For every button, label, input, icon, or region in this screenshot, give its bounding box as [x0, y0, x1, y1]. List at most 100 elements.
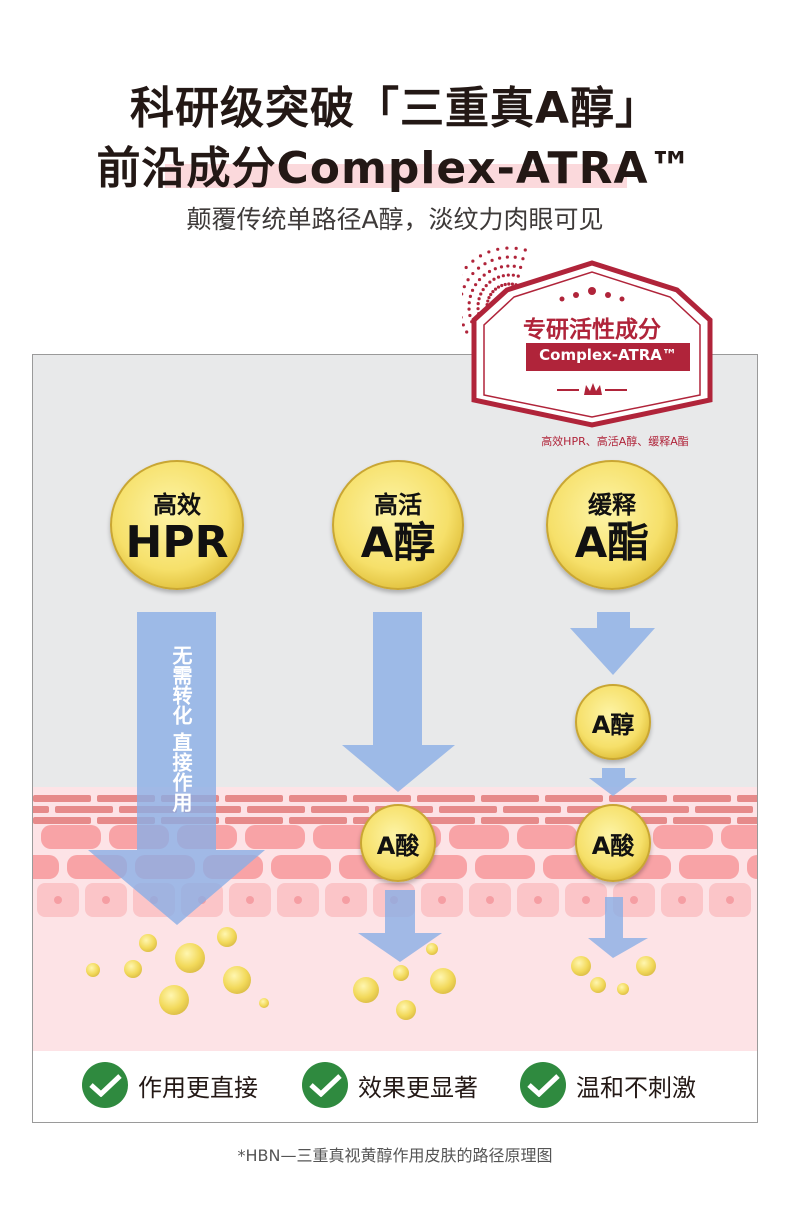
skin-brick	[225, 817, 283, 824]
cell-nucleus	[486, 896, 494, 904]
ray-dot	[462, 323, 465, 327]
ray-dot	[468, 294, 472, 298]
skin-brick	[673, 817, 731, 824]
ray-dot	[487, 296, 491, 300]
ray-dot	[477, 297, 481, 301]
ray-dot	[476, 307, 480, 311]
skin-brick	[609, 795, 667, 802]
skin-brick	[695, 806, 753, 813]
ray-dot	[506, 273, 510, 277]
skin-brick	[33, 817, 91, 824]
droplet	[217, 927, 237, 947]
skin-brick	[353, 795, 411, 802]
ray-dot	[487, 269, 492, 274]
coin-hpr: 高效 HPR	[110, 460, 244, 590]
ray-dot	[467, 307, 471, 311]
footnote: *HBN—三重真视黄醇作用皮肤的路径原理图	[237, 1146, 553, 1165]
skin-brick	[417, 795, 475, 802]
skin-cell	[41, 825, 101, 849]
skin-cell	[517, 825, 577, 849]
coin-intermediate: A醇	[575, 684, 651, 760]
ray-dot	[491, 290, 495, 294]
cell-nucleus	[54, 896, 62, 904]
skin-brick	[673, 795, 731, 802]
coin-top: 高活	[374, 490, 422, 519]
ray-dot	[477, 277, 482, 282]
arrow-text: 无需转化 直接作用	[169, 645, 193, 812]
ray-dot	[500, 283, 504, 288]
skin-cell	[271, 855, 331, 879]
skin-brick	[545, 795, 603, 802]
ray-dot	[503, 282, 507, 287]
skin-brick	[289, 795, 347, 802]
ray-dot	[501, 274, 505, 278]
ray-dot	[513, 255, 517, 259]
ray-dot	[466, 278, 470, 282]
ray-dot	[482, 273, 486, 277]
skin-cell	[177, 825, 237, 849]
droplet	[393, 965, 409, 981]
skin-brick	[439, 806, 497, 813]
ray-dot	[464, 265, 468, 270]
skin-brick	[33, 795, 91, 802]
ray-dot	[462, 285, 466, 289]
check-icon	[520, 1062, 566, 1108]
skin-brick	[311, 806, 369, 813]
cell-nucleus	[246, 896, 254, 904]
skin-brick	[225, 795, 283, 802]
ray-dot	[505, 246, 509, 250]
ray-dot	[488, 280, 492, 284]
droplet	[426, 943, 438, 955]
ray-dot	[474, 283, 478, 287]
skin-cell	[747, 855, 757, 879]
skin-brick	[417, 817, 475, 824]
benefit-2: 效果更显著	[302, 1062, 478, 1108]
skin-brick	[631, 806, 689, 813]
skin-brick	[503, 806, 561, 813]
cell-nucleus	[726, 896, 734, 904]
coin-main: A酯	[574, 517, 650, 567]
skin-brick	[289, 817, 347, 824]
ray-dot	[493, 267, 497, 271]
ray-dot	[478, 254, 483, 258]
ray-dot	[496, 247, 500, 251]
bottom-area	[33, 1051, 757, 1122]
coin-ester: 缓释 A酯	[546, 460, 678, 590]
droplet	[124, 960, 142, 978]
page-title-line1: 科研级突破「三重真A醇」	[129, 83, 661, 134]
cell-nucleus	[150, 896, 158, 904]
check-icon	[82, 1062, 128, 1108]
skin-brick	[737, 795, 757, 802]
ray-dot	[496, 275, 501, 279]
check-icon	[302, 1062, 348, 1108]
ray-dot	[462, 316, 463, 319]
cell-nucleus	[102, 896, 110, 904]
droplet	[590, 977, 606, 993]
ray-dot	[514, 246, 518, 250]
skin-cell	[475, 855, 535, 879]
ray-dot	[493, 287, 498, 291]
ray-dot	[462, 292, 464, 296]
skin-cell	[67, 855, 127, 879]
skin-cell	[245, 825, 305, 849]
droplet	[159, 985, 189, 1015]
skin-cell	[135, 855, 195, 879]
ray-dot	[511, 273, 515, 277]
ray-dot	[510, 282, 515, 286]
cell-nucleus	[678, 896, 686, 904]
crown-icon	[557, 383, 627, 395]
ray-dot	[516, 274, 520, 278]
ray-dot	[471, 259, 475, 263]
ray-dot	[523, 248, 527, 252]
skin-cell	[679, 855, 739, 879]
badge-title: 专研活性成分	[523, 317, 661, 343]
skin-brick	[97, 817, 155, 824]
ray-dot	[498, 256, 502, 260]
skin-cell	[449, 825, 509, 849]
badge-emblem	[462, 246, 713, 428]
benefit-label: 作用更直接	[138, 1073, 258, 1102]
droplet	[571, 956, 591, 976]
ray-dot	[484, 283, 488, 288]
coin-top: 缓释	[588, 490, 636, 519]
coin-acid-1: A酸	[360, 804, 436, 882]
